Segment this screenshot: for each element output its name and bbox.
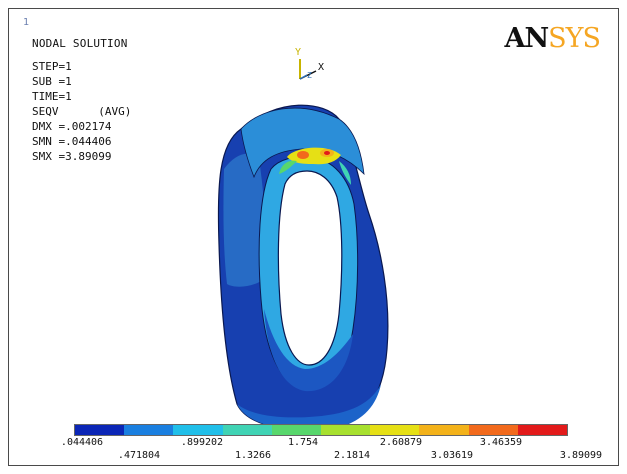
legend-tick: .471804 (117, 450, 161, 461)
legend-tick: 3.46359 (479, 437, 523, 448)
stress-max (324, 151, 330, 155)
stress-green-left (279, 160, 297, 174)
legend-color-cell (124, 425, 174, 435)
info-step: STEP=1 (32, 60, 72, 73)
contour-legend-bar (74, 424, 568, 436)
triad-y-label: Y (295, 47, 302, 58)
legend-color-cell (419, 425, 469, 435)
legend-tick: 3.03619 (430, 450, 474, 461)
info-dmx: DMX =.002174 (32, 120, 112, 133)
legend-color-cell (173, 425, 223, 435)
solution-title: NODAL SOLUTION (32, 37, 128, 50)
stress-peak-left (297, 151, 309, 159)
info-seqv: SEQV (AVG) (32, 105, 132, 118)
info-smx: SMX =3.89099 (32, 150, 112, 163)
ring-model (217, 104, 389, 431)
legend-color-cell (517, 425, 568, 435)
fe-model-render[interactable] (9, 9, 619, 466)
legend-tick: 1.3266 (234, 450, 272, 461)
outer-light-band-left (223, 153, 266, 287)
top-surface (240, 107, 365, 179)
bottom-rim (237, 384, 381, 430)
legend-color-cell (468, 425, 518, 435)
legend-color-cell (75, 425, 125, 435)
info-smn: SMN =.044406 (32, 135, 112, 148)
legend-color-cell (321, 425, 371, 435)
legend-tick: .044406 (60, 437, 104, 448)
graphics-viewport[interactable]: 1 NODAL SOLUTION STEP=1 SUB =1 TIME=1 SE… (8, 8, 619, 466)
triad-x-label: X (318, 62, 325, 73)
window-number: 1 (23, 17, 30, 28)
ansys-logo: ANSYS (504, 23, 601, 54)
logo-an: AN (504, 23, 550, 54)
info-sub: SUB =1 (32, 75, 72, 88)
triad-icon (299, 59, 317, 80)
stress-green-right (339, 161, 351, 185)
solution-info: STEP=1 SUB =1 TIME=1 SEQV (AVG) DMX =.00… (32, 59, 131, 164)
legend-color-cell (370, 425, 420, 435)
logo-sys: SYS (548, 23, 601, 54)
triad-z-label: Z (307, 71, 312, 80)
legend-color-cell (222, 425, 272, 435)
legend-tick: 2.1814 (333, 450, 371, 461)
legend-tick: 3.89099 (559, 450, 603, 461)
legend-tick: 2.60879 (379, 437, 423, 448)
legend-tick: .899202 (180, 437, 224, 448)
ring-opening (277, 170, 343, 366)
legend-color-cell (271, 425, 322, 435)
inner-ring-lower (264, 309, 353, 392)
info-time: TIME=1 (32, 90, 72, 103)
legend-tick: 1.754 (287, 437, 319, 448)
